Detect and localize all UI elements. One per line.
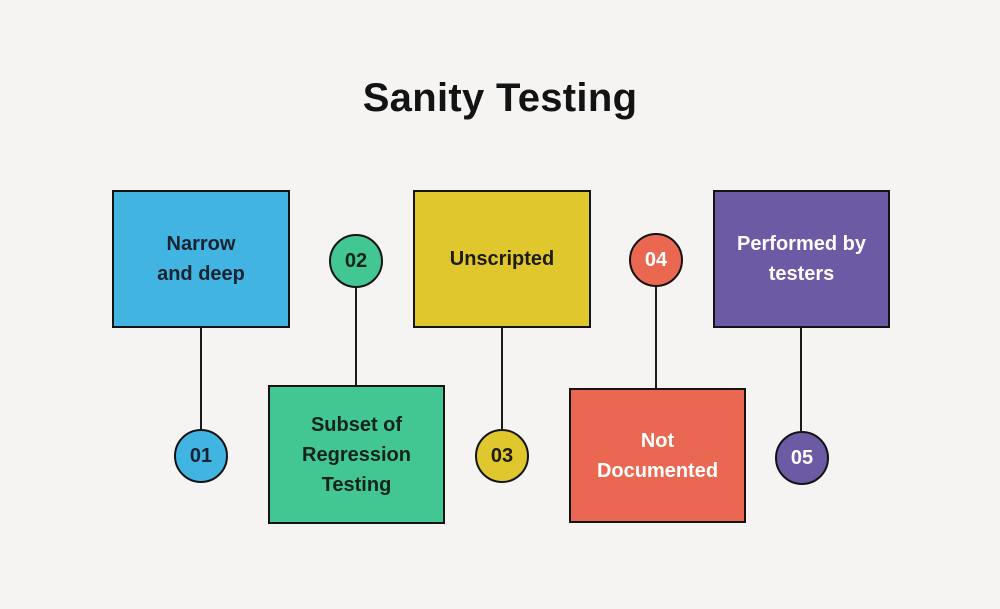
step-number-5: 05	[790, 446, 814, 469]
connector-line-4	[655, 287, 657, 388]
step-number-circle-3: 03	[475, 429, 529, 483]
step-number-2: 02	[344, 249, 368, 272]
step-box-4-label: Not Documented	[596, 429, 719, 482]
step-number-circle-1: 01	[174, 429, 228, 483]
step-box-2-label: Subset of Regression Testing	[302, 413, 411, 496]
step-number-circle-5: 05	[775, 431, 829, 485]
connector-line-1	[200, 328, 202, 430]
step-number-circle-4: 04	[629, 233, 683, 287]
step-number-3: 03	[490, 444, 514, 467]
step-number-circle-2: 02	[329, 234, 383, 288]
step-box-4: Not Documented	[569, 388, 746, 523]
step-box-1-label: Narrow and deep	[157, 233, 245, 285]
step-box-5: Performed by testers	[713, 190, 890, 328]
step-box-5-label: Performed by testers	[737, 233, 866, 285]
page-title: Sanity Testing	[362, 76, 638, 120]
connector-line-3	[501, 328, 503, 429]
step-box-2: Subset of Regression Testing	[268, 385, 445, 524]
step-box-1: Narrow and deep	[112, 190, 290, 328]
step-number-1: 01	[189, 444, 213, 467]
connector-line-2	[355, 288, 357, 385]
connector-line-5	[800, 328, 802, 431]
step-number-4: 04	[644, 248, 668, 271]
step-box-3: Unscripted	[413, 190, 591, 328]
step-box-3-label: Unscripted	[449, 248, 555, 270]
